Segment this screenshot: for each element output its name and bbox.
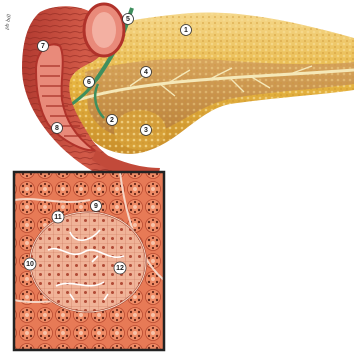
label-4: 4 [141, 67, 152, 78]
label-3: 3 [141, 125, 152, 136]
label-9: 9 [91, 201, 102, 212]
svg-text:9: 9 [94, 203, 98, 210]
label-11: 11 [52, 211, 64, 223]
svg-text:1: 1 [184, 27, 188, 34]
svg-text:5: 5 [126, 16, 130, 23]
svg-text:2: 2 [110, 117, 114, 124]
label-1: 1 [181, 25, 192, 36]
artist-signature: pb bdl [4, 13, 13, 30]
islet-of-langerhans [30, 212, 146, 312]
label-7: 7 [38, 41, 49, 52]
svg-text:4: 4 [144, 69, 148, 76]
svg-text:10: 10 [26, 261, 34, 268]
svg-text:3: 3 [144, 127, 148, 134]
label-6: 6 [84, 77, 95, 88]
label-12: 12 [114, 262, 126, 274]
label-2: 2 [107, 115, 118, 126]
label-5: 5 [123, 14, 134, 25]
svg-text:11: 11 [54, 214, 62, 221]
svg-text:8: 8 [55, 125, 59, 132]
svg-text:12: 12 [116, 265, 124, 272]
svg-text:7: 7 [41, 43, 45, 50]
histology-inset [14, 172, 164, 350]
label-10: 10 [24, 258, 36, 270]
svg-text:6: 6 [87, 79, 91, 86]
label-8: 8 [52, 123, 63, 134]
